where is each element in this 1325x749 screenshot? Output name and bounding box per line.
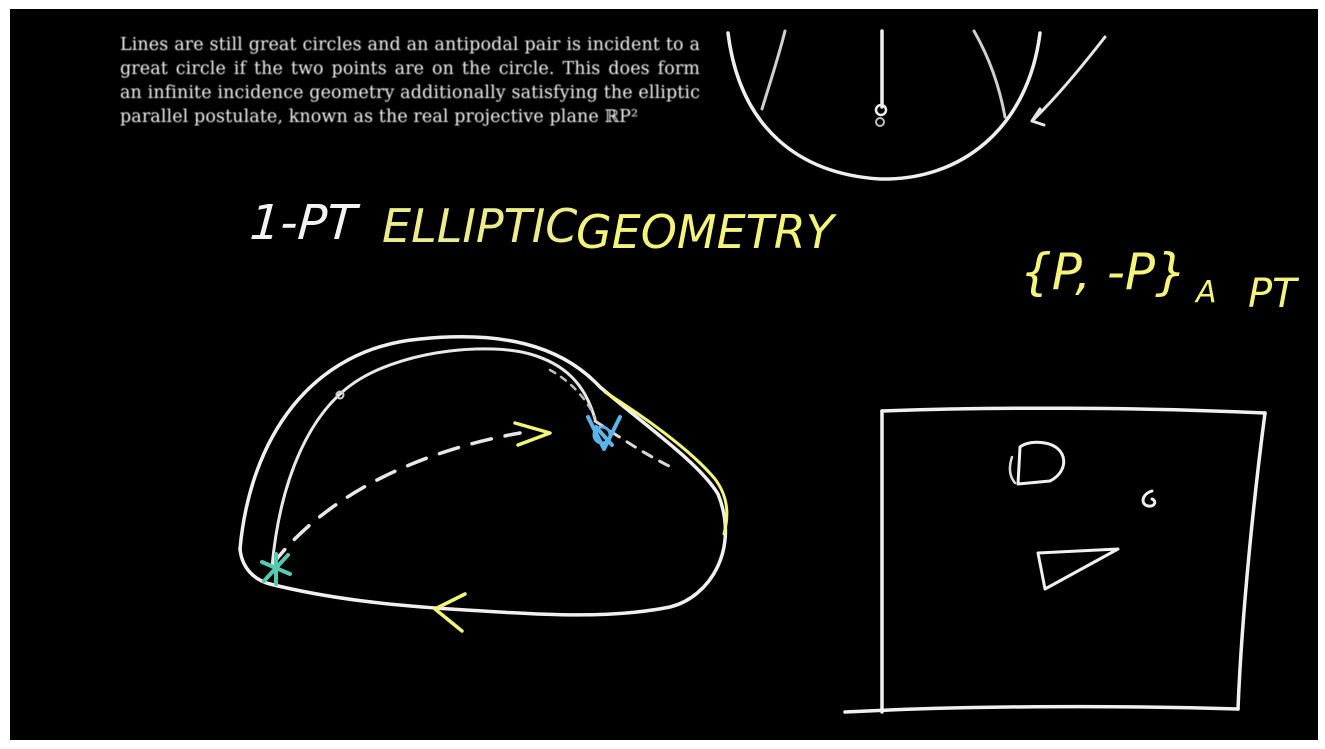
plane-square-sketch bbox=[845, 408, 1265, 712]
elliptic-surface-sketch bbox=[240, 337, 727, 631]
lecture-board: Lines are still great circles and an ant… bbox=[10, 9, 1318, 740]
hemisphere-sketch bbox=[728, 31, 1105, 179]
chalk-drawing bbox=[10, 9, 1318, 740]
